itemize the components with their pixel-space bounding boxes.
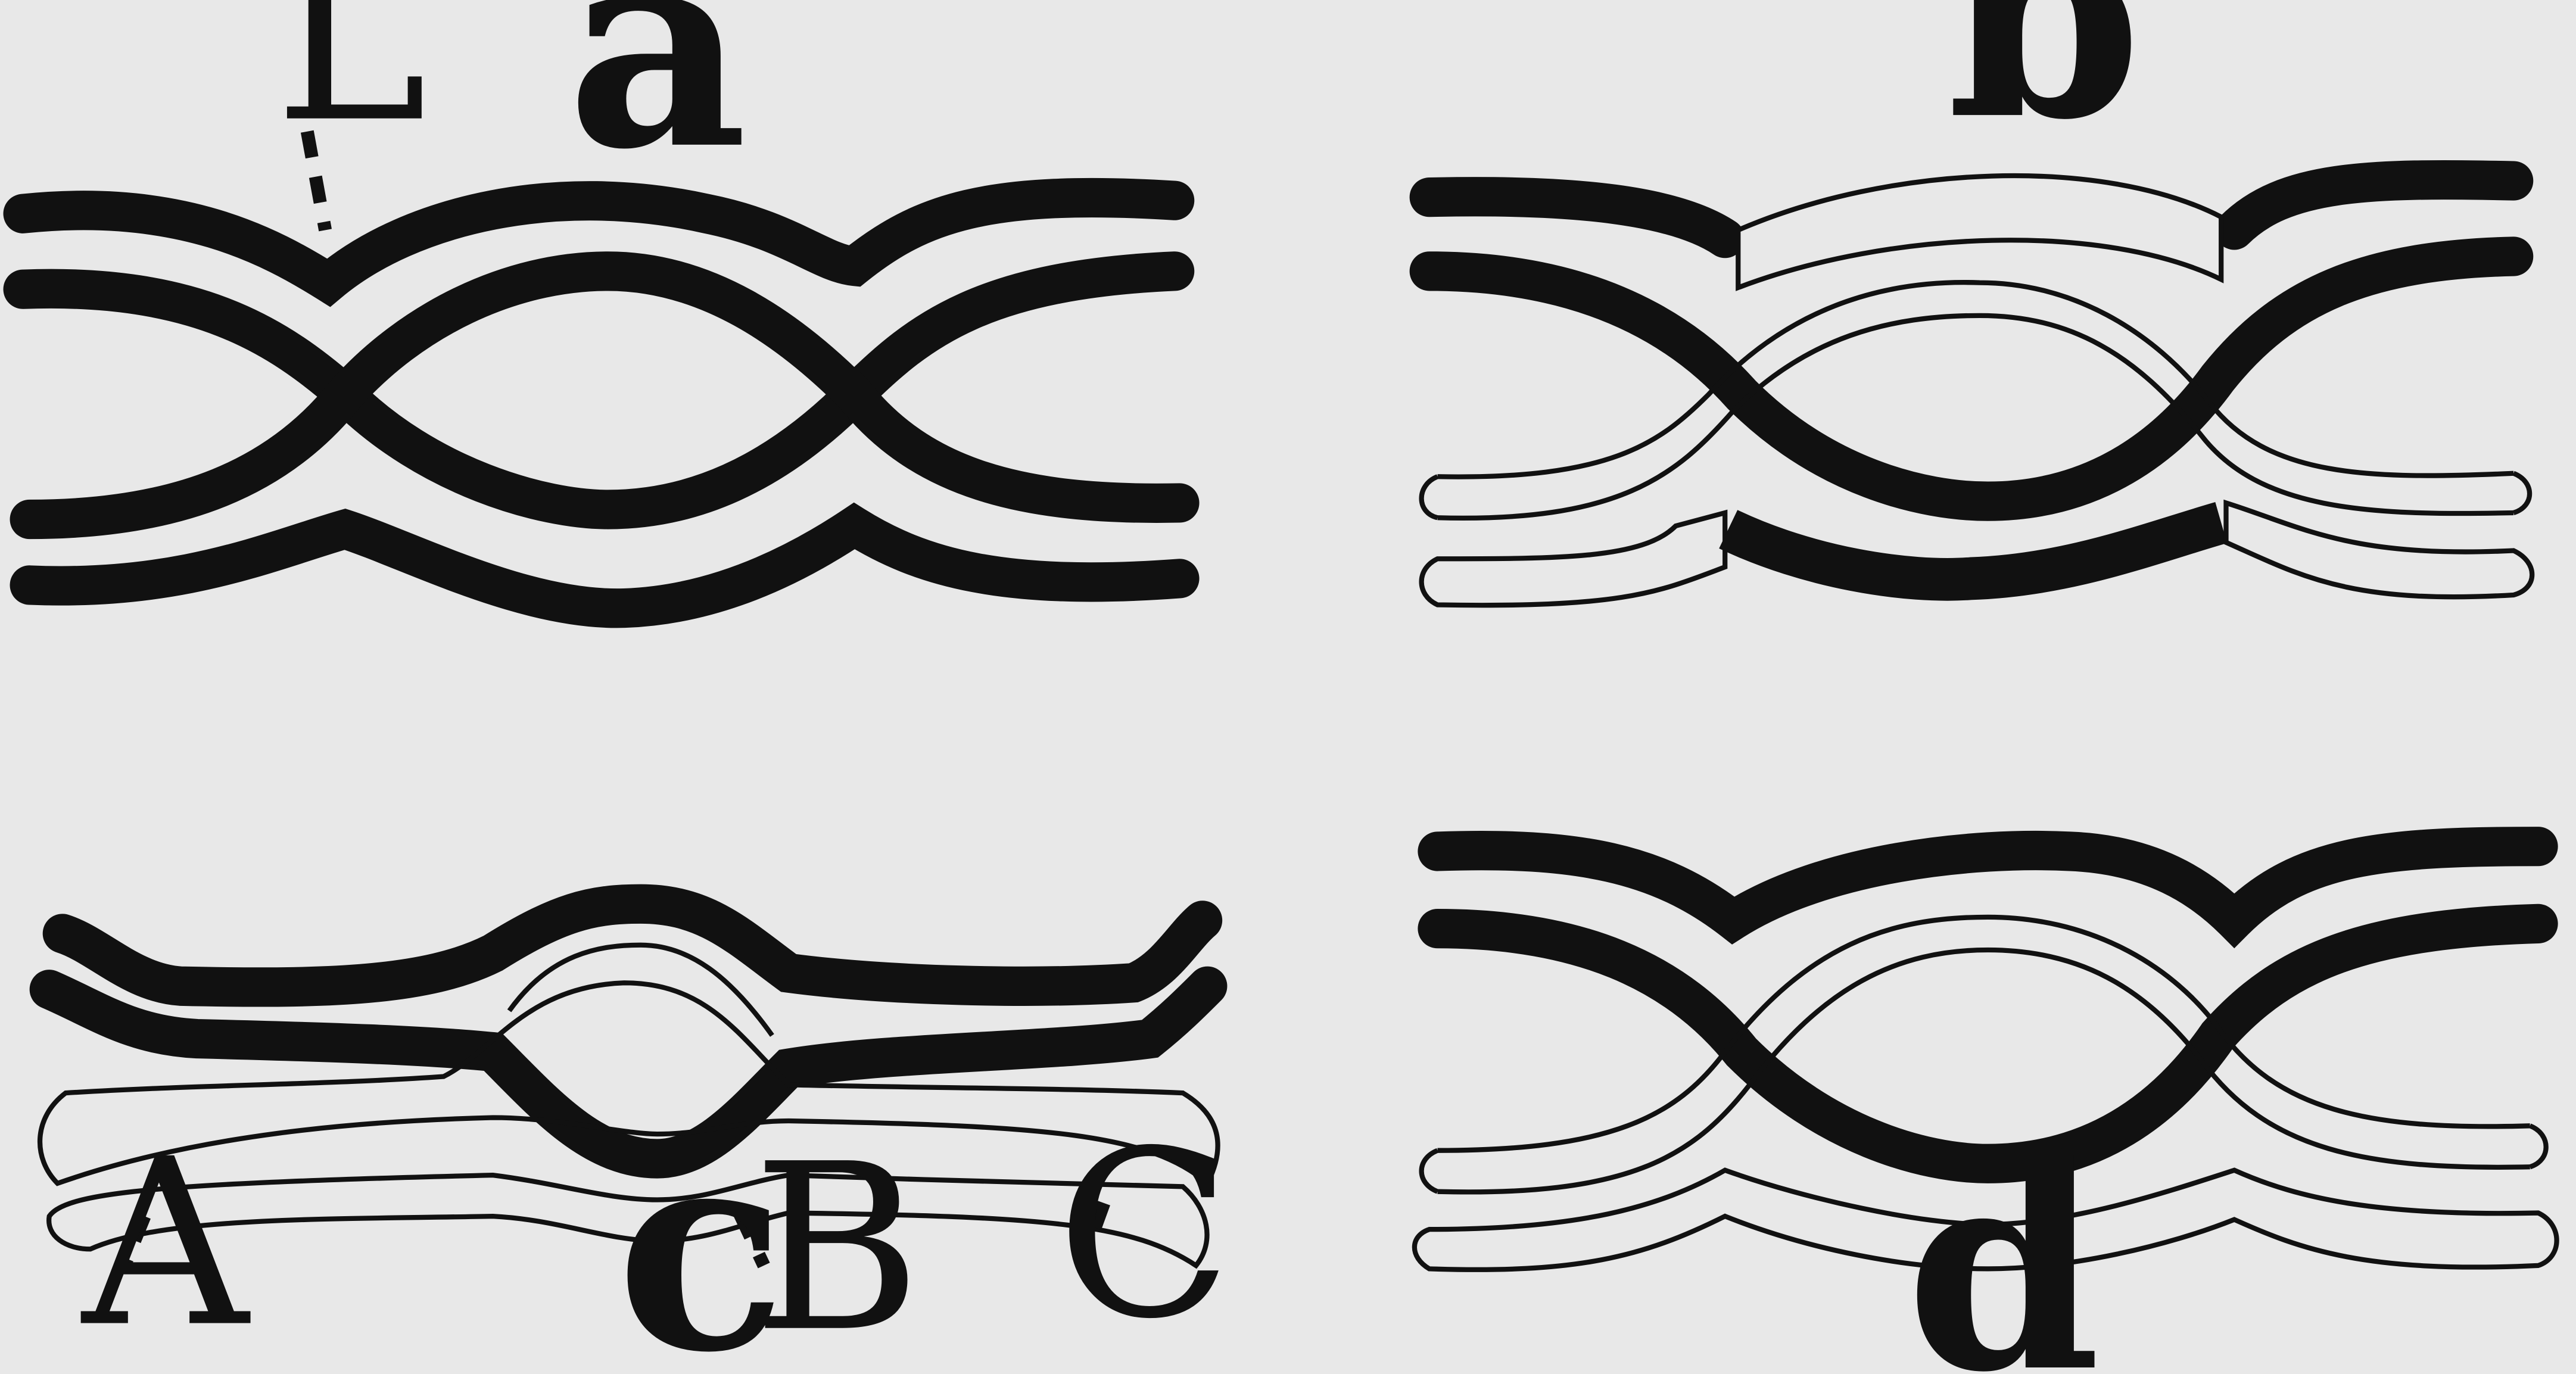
point-B-label: B: [752, 1115, 921, 1374]
panel-c-strand-2-over: [509, 945, 772, 1036]
panel-b-strand-1-right: [2234, 180, 2513, 230]
point-A-label: A: [79, 1110, 251, 1374]
panel-b-strand-1-left: [1429, 197, 1725, 238]
panel-b-label: b: [1947, 0, 2142, 181]
panel-d-strand-3-cap-right: [2530, 1126, 2546, 1167]
panel-b-strand-3-cap-left: [1422, 476, 1438, 518]
panel-d-strand-1: [1438, 846, 2538, 920]
panel-b-strand-1-middle: [1738, 176, 2221, 288]
point-L-label: L: [275, 0, 427, 173]
panel-d-strand-3-cap-left: [1422, 1151, 1438, 1192]
panel-b-strand-4-middle: [1728, 523, 2221, 579]
panel-b-strand-4-right: [2226, 503, 2532, 597]
point-C-label: C: [1057, 1102, 1232, 1370]
panel-b-strand-3-cap-right: [2513, 473, 2530, 513]
panel-b: [1422, 176, 2533, 605]
panel-a-strand-4: [30, 526, 1180, 608]
panel-a-label: a: [567, 0, 748, 211]
panel-d-label: d: [1906, 1105, 2101, 1374]
panel-b-strand-4-left: [1422, 513, 1725, 605]
